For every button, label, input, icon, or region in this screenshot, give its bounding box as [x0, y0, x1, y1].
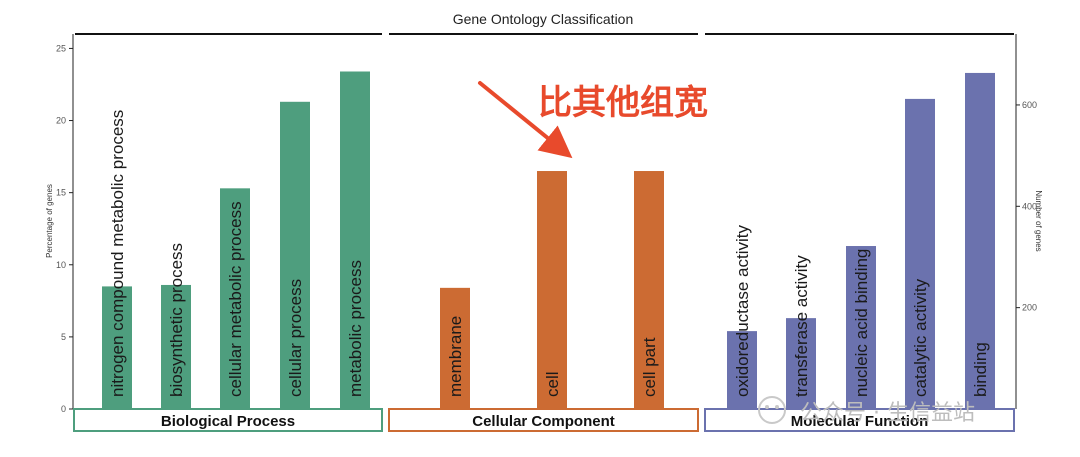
bar-category-label: catalytic activity — [911, 278, 930, 397]
watermark: 公众号 · 生信益站 — [758, 396, 975, 426]
bar-category-label: binding — [971, 342, 990, 397]
bar — [846, 246, 876, 409]
watermark-text: 公众号 · 生信益站 — [800, 401, 975, 426]
bar-category-label: cellular process — [286, 279, 305, 397]
bar-category-label: transferase activity — [792, 255, 811, 397]
y-axis-ticks: 0 5 10 15 20 25 — [56, 43, 73, 414]
bar — [786, 318, 816, 409]
wechat-icon — [758, 396, 786, 424]
bar — [161, 284, 191, 409]
chart-title: Gene Ontology Classification — [453, 11, 634, 27]
bar-category-label: nucleic acid binding — [852, 249, 871, 397]
group-box — [73, 408, 383, 432]
y-tick-label: 10 — [56, 260, 66, 270]
y-tick-label: 0 — [61, 404, 66, 414]
bar — [102, 286, 132, 409]
group-box — [704, 408, 1015, 432]
group-label: Molecular Function — [791, 413, 929, 430]
bar-category-label: nitrogen compound metabolic process — [108, 110, 127, 397]
annotation-arrow — [478, 81, 573, 159]
bar — [340, 71, 370, 409]
bar-category-label: metabolic process — [346, 260, 365, 397]
y2-axis-ticks: 200 400 600 — [1016, 100, 1037, 313]
bar — [965, 72, 995, 409]
y-tick-label: 20 — [56, 116, 66, 126]
bar-category-label: oxidoreductase activity — [733, 225, 752, 397]
bar-category-label: cellular metabolic process — [226, 201, 245, 397]
y2-tick-label: 200 — [1022, 303, 1037, 313]
annotation-text: 比其他组宽 — [538, 83, 708, 123]
bar — [634, 171, 664, 409]
bar-category-label: cell part — [640, 337, 659, 397]
bar — [280, 101, 310, 410]
bar-category-label: cell — [543, 371, 562, 397]
group-label: Biological Process — [161, 413, 295, 430]
y2-axis-label: Number of genes — [1034, 190, 1043, 251]
bar-category-label: biosynthetic process — [167, 243, 186, 397]
bar — [220, 188, 250, 409]
y-tick-label: 15 — [56, 188, 66, 198]
y2-tick-label: 400 — [1022, 201, 1037, 211]
y2-tick-label: 600 — [1022, 100, 1037, 110]
y-axis-label: Percentage of genes — [45, 184, 54, 258]
y-tick-label: 5 — [61, 332, 66, 342]
bar — [905, 98, 935, 410]
y-tick-label: 25 — [56, 43, 66, 53]
bar — [727, 331, 757, 409]
bar-category-label: membrane — [446, 316, 465, 397]
group-labels: Biological Process Cellular Component Mole… — [73, 408, 1015, 432]
bar — [537, 171, 567, 409]
group-label: Cellular Component — [472, 413, 615, 430]
group-box — [388, 408, 699, 432]
bars-layer: nitrogen compound metabolic process biosy… — [102, 71, 995, 410]
bar — [440, 287, 470, 409]
